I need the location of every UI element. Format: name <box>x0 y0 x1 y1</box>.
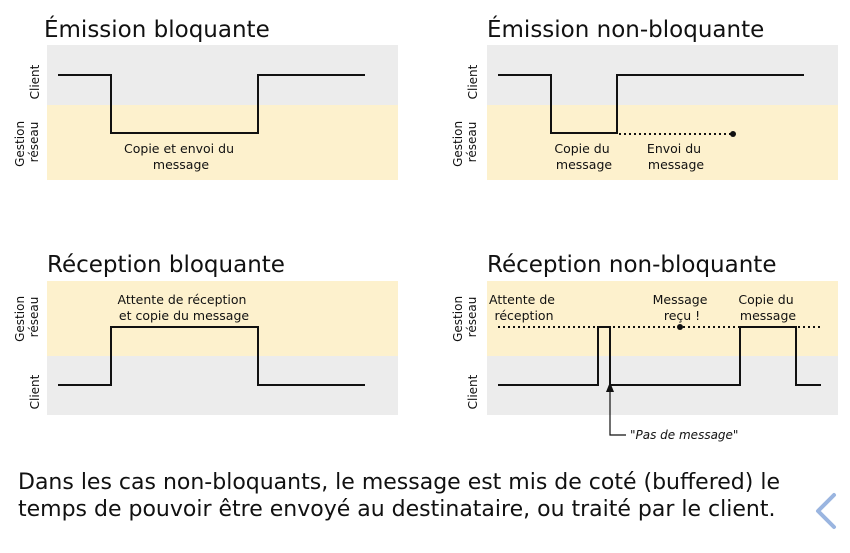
lane-label-client: Client <box>466 64 480 99</box>
signal-line <box>498 326 821 386</box>
poll-arrow-icon <box>606 382 614 392</box>
send-end-dot <box>730 131 736 137</box>
panel-title: Émission non-bloquante <box>487 15 764 43</box>
wait-label: Attente de réception <box>489 292 559 323</box>
lane-label-network: Gestion réseau <box>451 117 479 167</box>
lane-label-client: Client <box>28 64 42 99</box>
chevron-left-icon <box>816 493 836 529</box>
message-received-dot <box>677 324 683 330</box>
signal-line <box>498 74 804 134</box>
caption: Dans les cas non-bloquants, le message e… <box>18 469 808 523</box>
network-lane <box>47 281 398 356</box>
diagram-canvas: Émission bloquante Client Gestion réseau… <box>13 15 838 442</box>
send-label: Envoi du message <box>647 141 705 172</box>
lane-label-client: Client <box>466 374 480 409</box>
previous-slide-button[interactable] <box>808 490 846 532</box>
copy-label: Copie du message <box>738 292 797 323</box>
panel-title: Réception bloquante <box>47 252 285 278</box>
caption-line: Dans les cas non-bloquants, le message e… <box>18 470 780 495</box>
panel-nonblocking-receive: Réception non-bloquante Gestion réseau C… <box>451 252 838 442</box>
network-lane <box>47 105 398 180</box>
phase-label: Attente de réception et copie du message <box>118 292 251 323</box>
network-lane <box>487 281 838 356</box>
poll-pointer-line <box>609 392 626 436</box>
lane-label-network: Gestion réseau <box>451 292 479 342</box>
copy-label: Copie du message <box>554 141 613 172</box>
lane-label-network: Gestion réseau <box>13 117 41 167</box>
signal-line <box>58 326 365 386</box>
caption-line: temps de pouvoir être envoyé au destinat… <box>18 497 776 522</box>
panel-blocking-receive: Réception bloquante Gestion réseau Clien… <box>13 252 398 415</box>
panel-blocking-send: Émission bloquante Client Gestion réseau… <box>13 15 398 180</box>
no-message-note: "Pas de message" <box>630 428 738 442</box>
signal-line <box>58 74 365 134</box>
panel-title: Réception non-bloquante <box>487 252 776 278</box>
panel-nonblocking-send: Émission non-bloquante Client Gestion ré… <box>451 15 838 180</box>
received-label: Message reçu ! <box>653 292 712 323</box>
lane-label-network: Gestion réseau <box>13 292 41 342</box>
panel-title: Émission bloquante <box>44 15 270 43</box>
phase-label: Copie et envoi du message <box>124 141 238 172</box>
network-lane <box>487 105 838 180</box>
lane-label-client: Client <box>28 374 42 409</box>
